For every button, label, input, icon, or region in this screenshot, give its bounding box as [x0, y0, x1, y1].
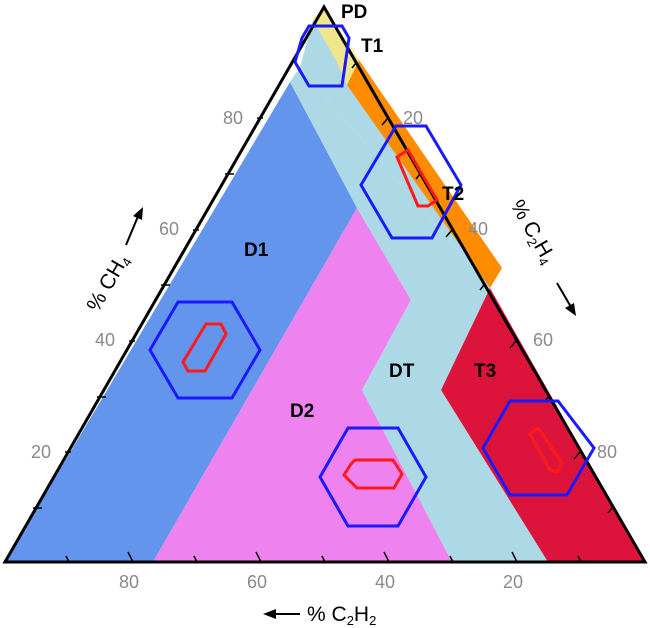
hexagon-markers — [148, 24, 596, 528]
zone-dt — [290, 67, 548, 562]
right-tick-80: 80 — [597, 442, 617, 462]
left-axis-title: % CH4 — [82, 250, 135, 316]
zone-label-t3: T3 — [474, 361, 496, 382]
inner-marker-d2 — [342, 458, 404, 490]
left-tick-80: 80 — [223, 108, 243, 128]
zone-label-d2: D2 — [290, 401, 314, 422]
left-tick-60: 60 — [159, 219, 179, 239]
zone-t2 — [347, 60, 502, 288]
zone-label-d1: D1 — [244, 240, 269, 261]
inner-markers — [181, 147, 564, 490]
zone-label-t1: T1 — [361, 36, 384, 57]
left-axis-arrow — [125, 207, 143, 246]
right-tick-40: 40 — [468, 219, 488, 239]
zone-label-pd: PD — [341, 2, 367, 23]
right-axis-title: % C2H4 — [504, 196, 560, 269]
zone-label-t2: T2 — [442, 184, 464, 205]
hexagon-t2 — [359, 124, 463, 240]
inner-marker-d1 — [181, 322, 228, 373]
bottom-tick-20: 20 — [503, 572, 523, 592]
zone-d2 — [153, 208, 452, 562]
right-tick-20: 20 — [403, 108, 423, 128]
inner-marker-t2 — [395, 147, 440, 208]
hexagon-d2 — [318, 426, 428, 528]
right-axis-ticks — [351, 62, 613, 514]
bottom-tick-60: 60 — [247, 572, 267, 592]
left-axis-ticks — [33, 117, 263, 509]
bottom-axis-title: % C2H2 — [307, 603, 376, 628]
left-tick-20: 20 — [31, 442, 51, 462]
inner-marker-t3 — [528, 425, 564, 474]
zone-label-dt: DT — [389, 361, 415, 382]
left-tick-40: 40 — [95, 330, 115, 350]
hexagon-t3 — [481, 399, 596, 497]
bottom-axis-ticks — [65, 551, 582, 563]
hexagon-pd — [293, 24, 351, 88]
zone-t3 — [441, 288, 645, 562]
bottom-tick-40: 40 — [375, 572, 395, 592]
right-tick-60: 60 — [533, 330, 553, 350]
right-axis-arrow — [556, 282, 576, 316]
bottom-axis-arrow — [263, 609, 300, 619]
bottom-tick-80: 80 — [119, 572, 139, 592]
hexagon-d1 — [148, 300, 262, 400]
zone-d1 — [5, 82, 357, 562]
